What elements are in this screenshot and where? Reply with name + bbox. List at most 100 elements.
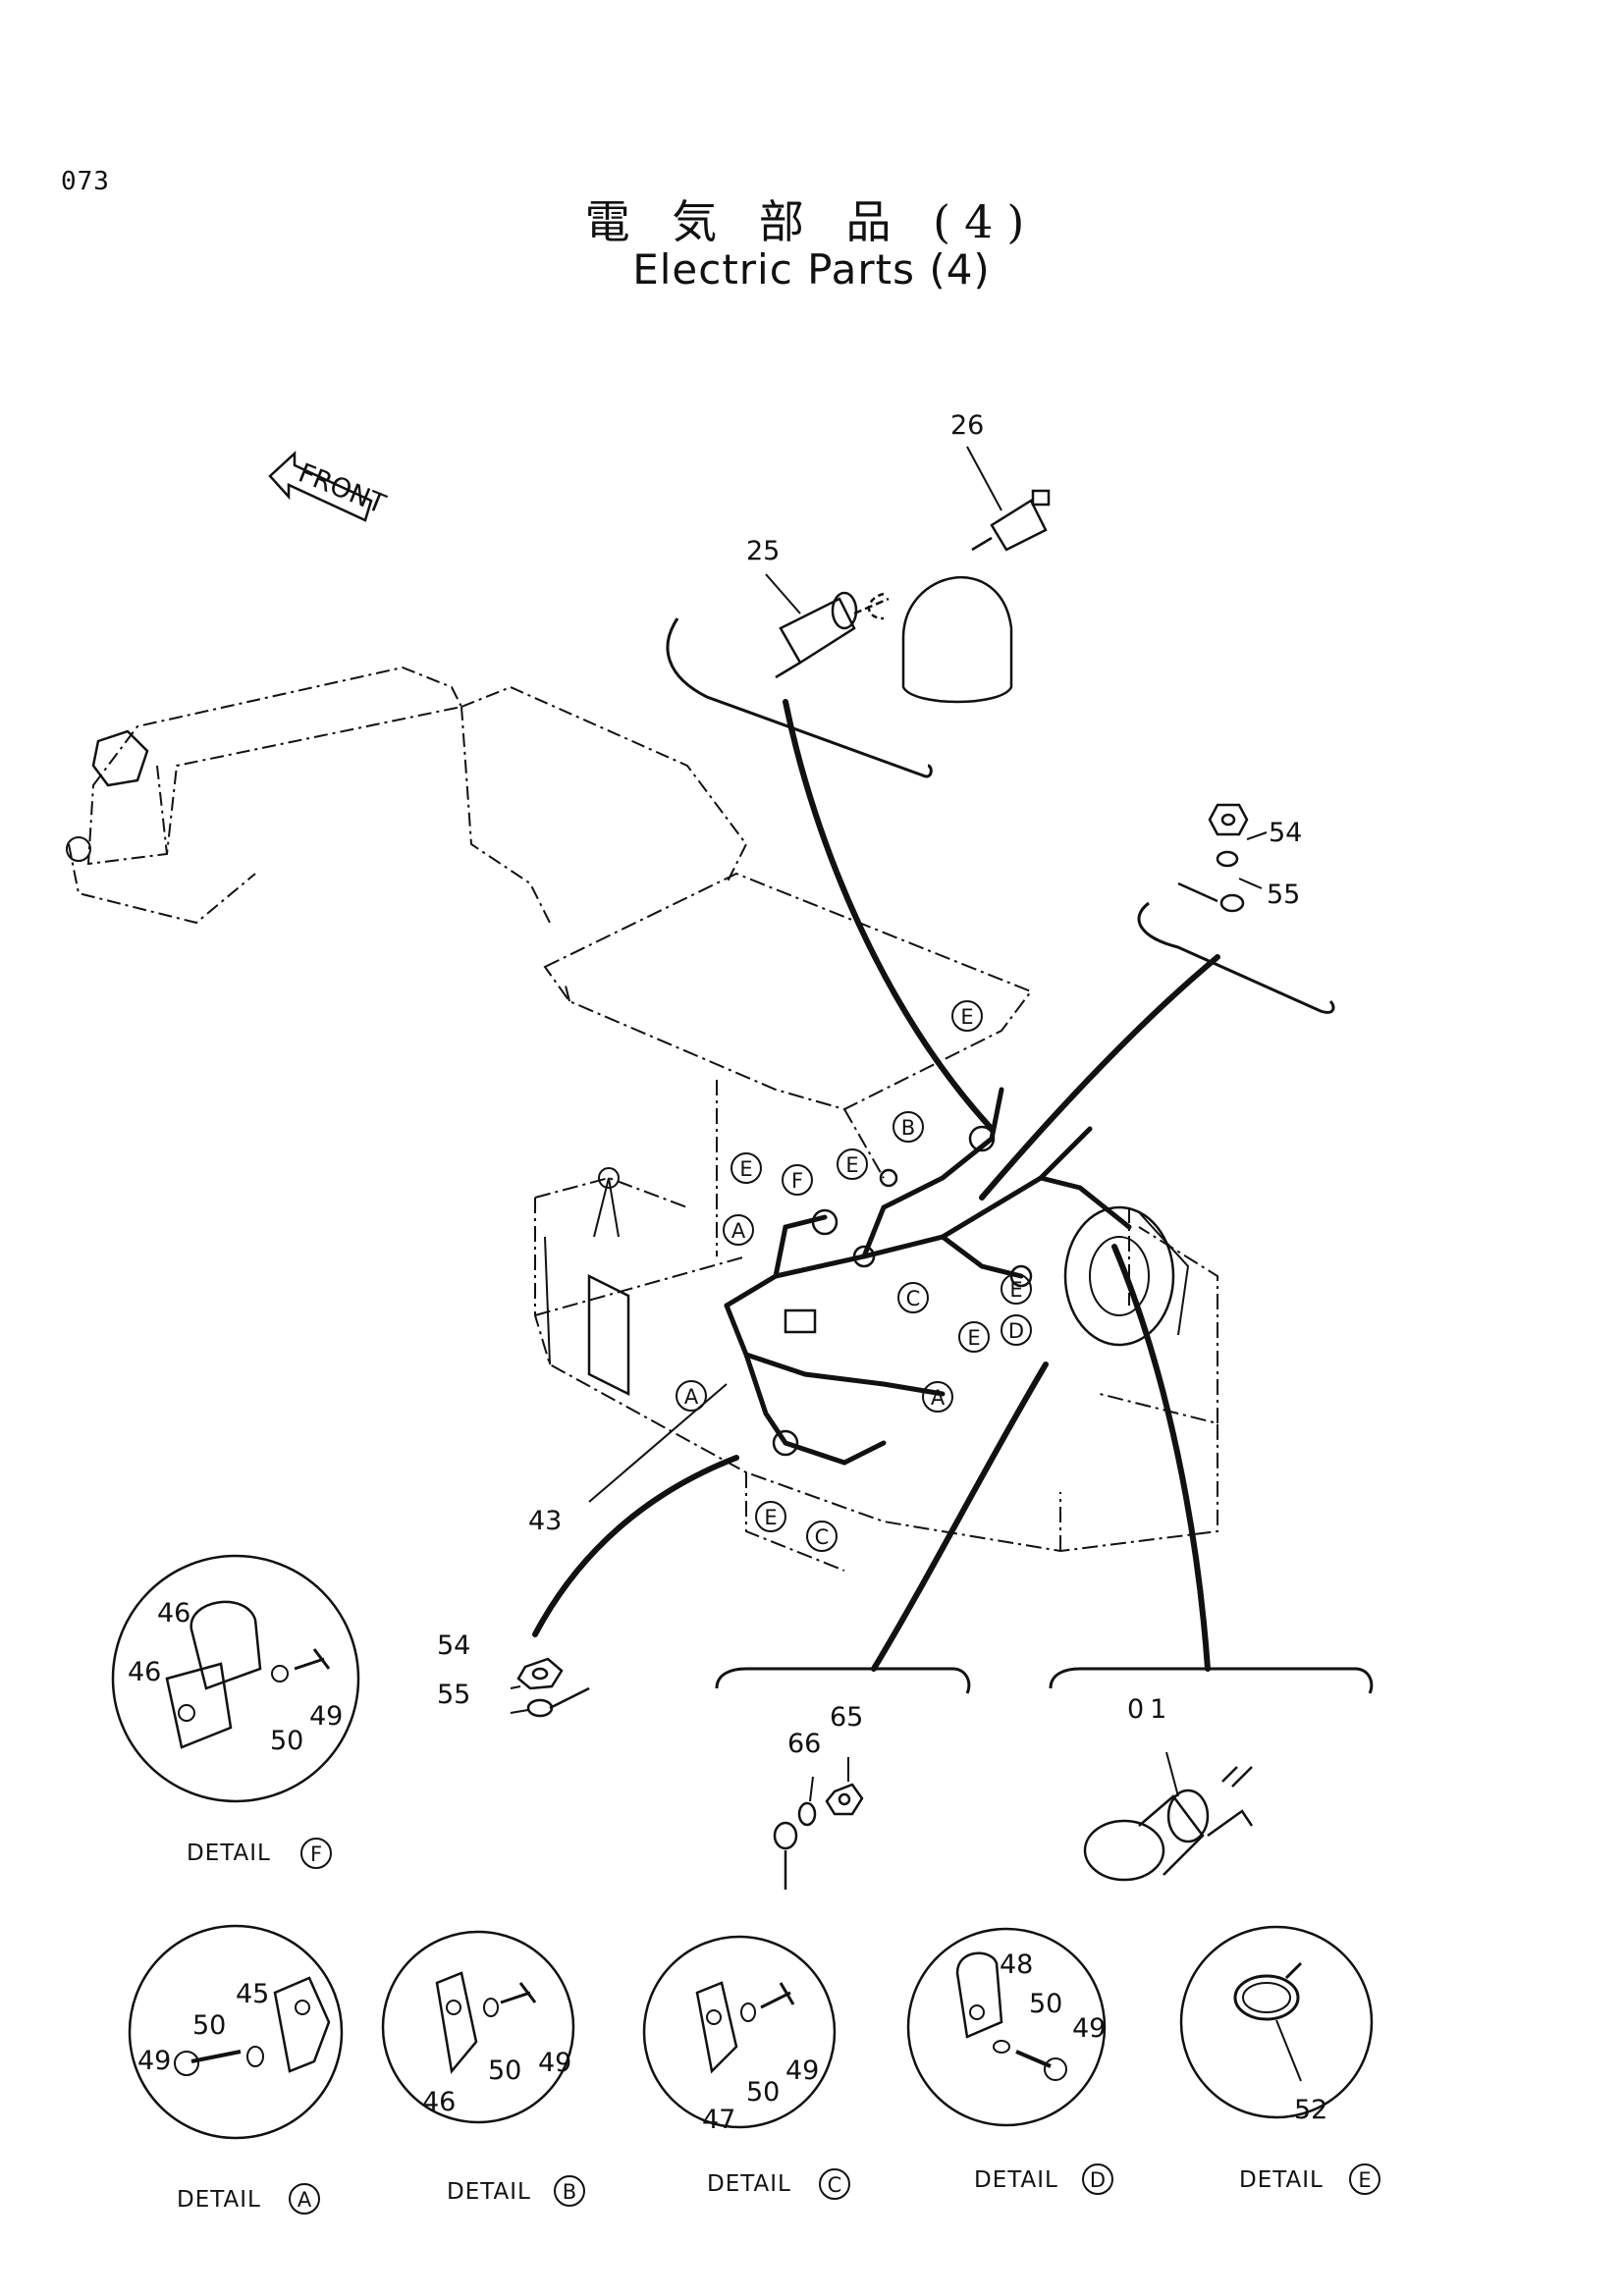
- svg-text:B: B: [563, 2180, 576, 2204]
- switch-26-icon: [971, 489, 1051, 552]
- switch-25-icon: [775, 591, 890, 679]
- svg-text:E: E: [1358, 2168, 1371, 2192]
- harness-marker-e5: E: [958, 1321, 990, 1353]
- svg-text:E: E: [967, 1326, 980, 1350]
- harness-marker-e1: E: [951, 1000, 983, 1032]
- washer-55-top-icon: [1177, 850, 1245, 913]
- title-japanese: 電 気 部 品 (4): [584, 195, 1039, 248]
- callout-55-top: 55: [1267, 880, 1300, 910]
- nut-54-mid-icon: [516, 1657, 564, 1690]
- detail-c-label-1: 47: [702, 2105, 735, 2135]
- callout-25: 25: [746, 536, 780, 566]
- title-english: Electric Parts (4): [632, 245, 991, 294]
- svg-text:C: C: [828, 2173, 842, 2197]
- callout-54-mid: 54: [437, 1630, 470, 1661]
- eye-terminal-icon: [773, 1821, 798, 1890]
- harness-marker-e6: E: [755, 1501, 786, 1532]
- bracket-01: [1049, 1667, 1374, 1694]
- svg-text:DETAIL: DETAIL: [187, 1841, 271, 1866]
- detail-c-label-2: 50: [746, 2077, 780, 2108]
- harness-marker-c2: C: [806, 1521, 838, 1552]
- svg-text:A: A: [731, 1219, 746, 1243]
- boom-outline: [68, 666, 748, 925]
- bracket-25-26: [666, 617, 933, 778]
- detail-f-label-4: 49: [309, 1701, 343, 1732]
- svg-text:DETAIL: DETAIL: [1239, 2167, 1324, 2193]
- harness-marker-d1: D: [1001, 1314, 1032, 1346]
- harness-marker-e4: E: [1001, 1273, 1032, 1305]
- detail-b-caption: DETAIL B: [447, 2175, 585, 2207]
- callout-01: 01: [1127, 1694, 1172, 1725]
- page-number: 073: [61, 167, 110, 196]
- harness-marker-b1: B: [893, 1111, 924, 1143]
- callout-65: 65: [830, 1702, 863, 1733]
- harness-marker-e3: E: [837, 1148, 868, 1180]
- hydraulic-tank: [544, 1167, 630, 1397]
- detail-a-label-2: 50: [192, 2010, 226, 2041]
- callout-55-mid: 55: [437, 1680, 470, 1710]
- svg-text:A: A: [931, 1386, 946, 1410]
- svg-text:A: A: [298, 2188, 312, 2212]
- washer-66-icon: [797, 1801, 817, 1827]
- bracket-54-55-top: [1137, 901, 1335, 1014]
- hydraulic-dome: [867, 575, 1013, 704]
- detail-a-label-1: 45: [236, 1979, 269, 2009]
- detail-f-label-1: 46: [157, 1598, 190, 1629]
- harness-marker-a2: A: [676, 1380, 707, 1412]
- svg-text:F: F: [791, 1169, 803, 1193]
- svg-text:B: B: [901, 1116, 915, 1140]
- detail-a-circle: 45 50 49: [128, 1924, 344, 2140]
- chassis-outline: [534, 1176, 1218, 1572]
- svg-text:D: D: [1008, 1319, 1024, 1343]
- svg-text:F: F: [310, 1842, 322, 1866]
- bracket-65-66: [715, 1667, 971, 1694]
- detail-f-caption: DETAIL F: [187, 1838, 332, 1869]
- boom-cap-hex-icon: [66, 729, 149, 862]
- detail-d-label-2: 50: [1029, 1989, 1062, 2019]
- svg-text:E: E: [739, 1157, 752, 1181]
- detail-d-circle: 48 50 49: [906, 1927, 1106, 2127]
- detail-c-label-3: 49: [785, 2056, 819, 2086]
- nut-65-icon: [825, 1783, 864, 1816]
- svg-text:DETAIL: DETAIL: [447, 2179, 531, 2205]
- svg-text:C: C: [815, 1525, 830, 1549]
- detail-b-label-2: 50: [488, 2056, 521, 2086]
- harness-marker-a1: A: [723, 1214, 754, 1246]
- sender-01-icon: [1083, 1766, 1254, 1882]
- leader-curves: [532, 699, 1220, 1672]
- detail-e-label-1: 52: [1294, 2095, 1327, 2125]
- svg-text:C: C: [906, 1287, 921, 1310]
- harness-marker-e2: E: [730, 1152, 762, 1184]
- harness-marker-f1: F: [782, 1164, 813, 1196]
- svg-text:E: E: [1009, 1278, 1022, 1302]
- svg-text:D: D: [1090, 2168, 1106, 2192]
- terminal-55-mid-icon: [526, 1686, 590, 1718]
- harness-connectors: [772, 1125, 1033, 1457]
- detail-d-caption: DETAIL D: [974, 2163, 1113, 2195]
- detail-b-label-3: 49: [538, 2048, 571, 2078]
- detail-b-label-1: 46: [422, 2087, 456, 2117]
- callout-leaders: [510, 446, 1268, 1802]
- detail-e-caption: DETAIL E: [1239, 2163, 1380, 2195]
- svg-text:E: E: [764, 1506, 777, 1529]
- engine-pulley: [1063, 1205, 1190, 1347]
- front-label: FRONT: [295, 458, 391, 520]
- wiring-harness: [724, 1087, 1132, 1466]
- detail-f-circle: 46 46 50 49: [111, 1554, 360, 1803]
- svg-text:DETAIL: DETAIL: [974, 2167, 1058, 2193]
- svg-text:E: E: [845, 1153, 858, 1177]
- detail-e-circle: 52: [1179, 1925, 1374, 2125]
- harness-marker-c1: C: [897, 1282, 929, 1313]
- detail-f-label-3: 50: [270, 1726, 303, 1756]
- detail-d-label-1: 48: [1000, 1949, 1033, 1980]
- svg-text:DETAIL: DETAIL: [177, 2187, 261, 2213]
- detail-c-circle: 47 50 49: [642, 1935, 837, 2135]
- detail-a-caption: DETAIL A: [177, 2183, 320, 2215]
- cab-floor-plate: [543, 872, 1033, 1256]
- callout-54-top: 54: [1269, 818, 1302, 848]
- detail-a-label-3: 49: [137, 2046, 171, 2076]
- svg-text:E: E: [960, 1005, 973, 1029]
- detail-d-label-3: 49: [1072, 2013, 1106, 2044]
- front-arrow: FRONT: [268, 451, 391, 522]
